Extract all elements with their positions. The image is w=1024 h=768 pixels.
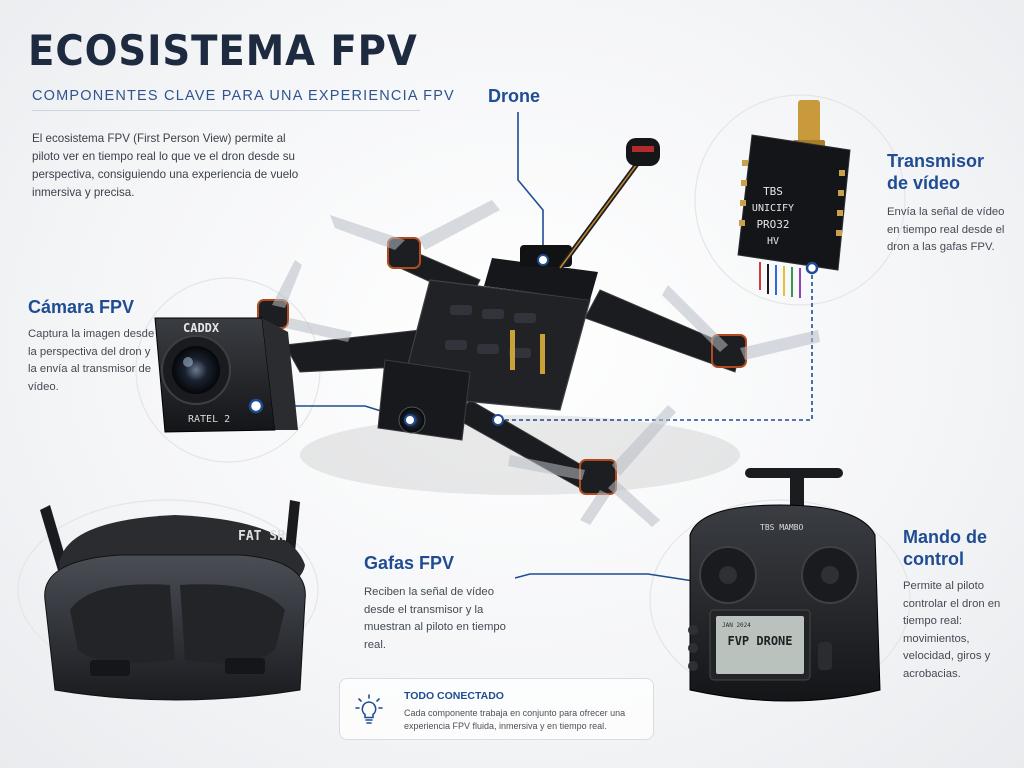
goggles-illustration (40, 500, 306, 701)
vtx-text-1: TBS (763, 185, 783, 198)
goggles-brand-text: FAT SH (238, 529, 285, 544)
subtitle-divider (32, 110, 420, 111)
vtx-illustration (737, 100, 851, 298)
radio-label-desc: Permite al piloto controlar el dron en t… (903, 580, 1001, 680)
vtx-connector (498, 268, 813, 421)
lightbulb-icon (355, 694, 383, 724)
camera-brand-text: CADDX (183, 321, 220, 335)
radio-brand-text: TBS MAMBO (760, 523, 804, 532)
camera-label-title: Cámara FPV (28, 297, 135, 317)
radio-screen-text: FVP DRONE (727, 634, 792, 648)
vtx-label-desc: Envía la señal de vídeo en tiempo real d… (887, 206, 1005, 254)
camera-label-desc: Captura la imagen desde la perspectiva d… (28, 328, 155, 393)
device-labels: CADDX RATEL 2 TBS UNICIFY PRO32 HV FAT S… (183, 185, 804, 648)
goggles-label-title: Gafas FPV (364, 553, 455, 573)
intro-text: El ecosistema FPV (First Person View) pe… (32, 132, 299, 199)
page-title: ECOSISTEMA FPV (28, 26, 418, 75)
camera-model-text: RATEL 2 (188, 414, 230, 425)
drone-label-title: Drone (488, 86, 541, 106)
drone-connector (517, 112, 544, 258)
all-connected-title: TODO CONECTADO (404, 690, 504, 702)
goggles-connector (514, 573, 701, 583)
goggles-label-desc: Reciben la señal de vídeo desde el trans… (364, 586, 506, 651)
vtx-text-3: PRO32 (756, 218, 789, 231)
radio-illustration (688, 468, 881, 702)
radio-label-title: Mando de control (903, 527, 987, 569)
vtx-text-4: HV (767, 236, 779, 247)
vtx-text-2: UNICIFY (752, 203, 794, 214)
all-connected-desc: Cada componente trabaja en conjunto para… (404, 708, 626, 731)
all-connected-box: TODO CONECTADO Cada componente trabaja e… (339, 678, 654, 740)
radio-screen-small-text: JAN 2024 (722, 622, 751, 629)
camera-illustration (154, 317, 298, 433)
page-subtitle: COMPONENTES CLAVE PARA UNA EXPERIENCIA F… (32, 88, 455, 104)
vtx-label-title: Transmisor de vídeo (887, 151, 985, 193)
drone-illustration (257, 138, 820, 527)
